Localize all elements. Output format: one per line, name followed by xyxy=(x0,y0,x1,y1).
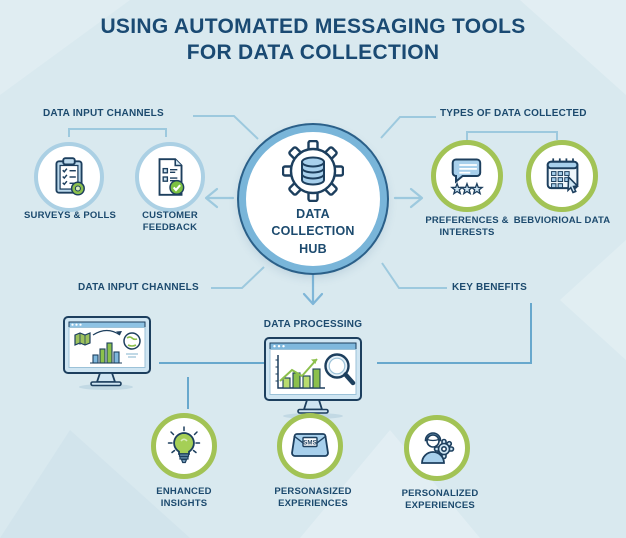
chat-bubble-stars-icon xyxy=(451,158,483,195)
gear-database-icon xyxy=(282,139,344,202)
label-data-input-channels-mid: DATA INPUT CHANNELS xyxy=(78,282,199,293)
page-title: USING AUTOMATED MESSAGING TOOLS FOR DATA… xyxy=(0,14,626,67)
node-personasized-experiences: SMS xyxy=(277,413,343,479)
label-types-of-data-collected: TYPES OF DATA COLLECTED xyxy=(440,108,587,119)
monitor-chart-magnifier-icon xyxy=(264,337,362,419)
calendar-cursor-icon xyxy=(546,158,580,194)
lightbulb-icon xyxy=(167,426,201,464)
node-enhanced-insights xyxy=(151,413,217,479)
arrow-left-icon xyxy=(204,187,235,209)
node-surveys-polls xyxy=(34,142,104,212)
page-title-line1: USING AUTOMATED MESSAGING TOOLS xyxy=(100,15,526,38)
elbow-types-top xyxy=(380,116,436,139)
hub-label: DATA COLLECTION HUB xyxy=(271,206,355,256)
page-title-line2: FOR DATA COLLECTION xyxy=(186,41,440,65)
node-label-personasized-experiences: PERSONASIZED EXPERIENCES xyxy=(274,486,352,510)
node-label-customer-feedback: CUSTOMER FEEDBACK xyxy=(142,210,198,234)
user-gear-icon xyxy=(421,432,455,464)
elbow-benefits-to-processing xyxy=(377,303,532,364)
node-personalized-experiences xyxy=(404,415,470,481)
elbow-key-benefits xyxy=(381,262,447,289)
arrow-right-icon xyxy=(393,187,424,209)
node-label-preferences-interests: PREFERENCES & INTERESTS xyxy=(425,215,509,239)
clipboard-checklist-icon xyxy=(55,157,85,196)
document-check-icon xyxy=(158,158,185,196)
bracket-right xyxy=(466,131,558,140)
sms-message-icon: SMS xyxy=(291,433,329,457)
label-data-input-channels-top: DATA INPUT CHANNELS xyxy=(43,108,164,119)
node-customer-feedback xyxy=(135,142,205,212)
arrow-down-icon xyxy=(302,272,324,306)
node-behavioral-data xyxy=(526,140,598,212)
node-label-personalized-experiences: PERSONALIZED EXPERIENCES xyxy=(401,488,479,512)
monitor-analytics-icon xyxy=(63,316,151,390)
elbow-input-mid xyxy=(211,266,265,289)
label-data-processing: DATA PROCESSING xyxy=(263,319,363,330)
sms-icon-text: SMS xyxy=(303,440,316,447)
node-label-enhanced-insights: ENHANCED INSIGHTS xyxy=(156,486,212,510)
node-label-behavioral-data: BEBVIORIOAL DATA xyxy=(513,215,611,226)
label-key-benefits: KEY BENEFITS xyxy=(452,282,528,293)
elbow-input-top xyxy=(193,115,259,140)
data-collection-hub: DATA COLLECTION HUB xyxy=(239,125,387,273)
node-label-surveys-polls: SURVEYS & POLLS xyxy=(23,210,117,221)
bracket-left xyxy=(68,128,167,137)
node-preferences-interests xyxy=(431,140,503,212)
